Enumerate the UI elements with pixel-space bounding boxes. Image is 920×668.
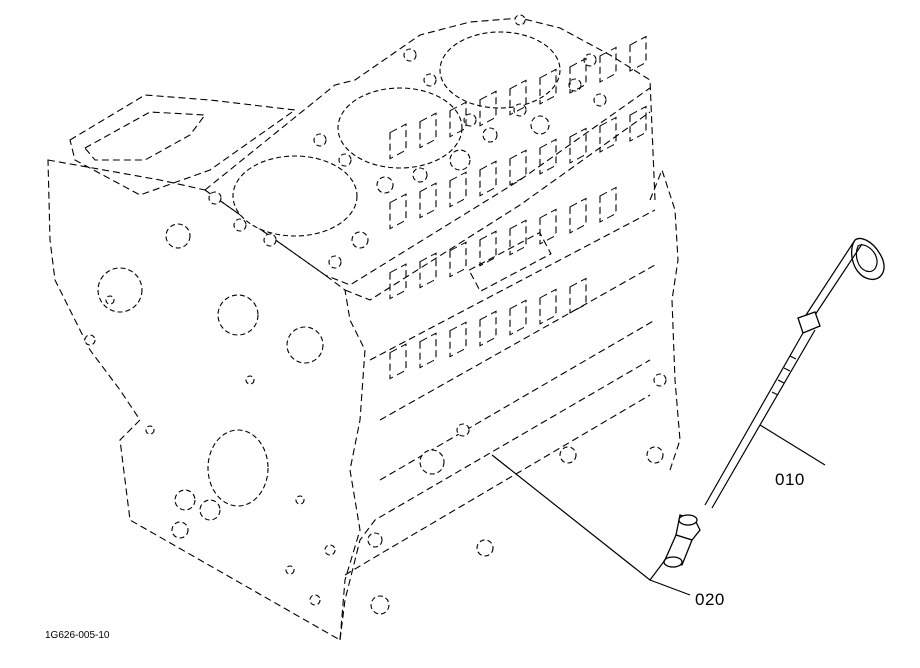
leader-010 [759,424,826,466]
callout-010: 010 [775,470,805,489]
leader-020 [491,454,691,596]
dipstick-guide [663,514,701,568]
figure-code: 1G626-005-10 [45,630,110,641]
dipstick [704,237,885,509]
callout-020: 020 [695,590,725,609]
engine-block [47,14,681,641]
